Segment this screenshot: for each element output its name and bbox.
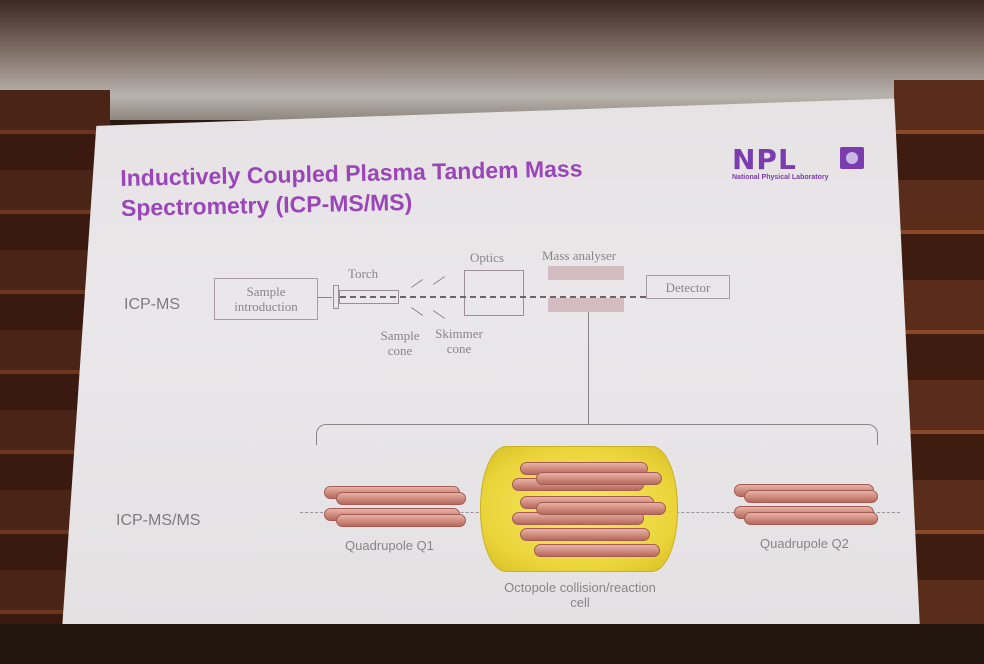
sample-introduction-box: Sample introduction: [214, 278, 318, 320]
ceiling: [0, 0, 984, 120]
optics-box: [464, 270, 524, 316]
logo-subtitle: National Physical Laboratory: [732, 174, 829, 181]
skimmer-cone-label: Skimmer cone: [435, 326, 483, 356]
logo-mark: NPL: [732, 143, 797, 176]
npl-logo: NPL National Physical Laboratory: [732, 143, 872, 183]
optics-label: Optics: [470, 250, 504, 265]
mass-analyser-label: Mass analyser: [542, 248, 617, 263]
octopole-cell-label: Octopole collision/reaction cell: [504, 580, 656, 610]
connector: [318, 297, 332, 298]
torch-label: Torch: [348, 266, 379, 281]
analyser-rod-lower: [548, 298, 624, 312]
ion-beam-path: [340, 296, 646, 298]
torch-flange: [333, 285, 339, 309]
audience-silhouette: [0, 624, 984, 664]
icp-ms-label: ICP-MS: [124, 296, 180, 313]
expansion-bracket: [316, 424, 878, 445]
crest-icon: [840, 147, 864, 169]
detector-box: Detector: [646, 275, 730, 299]
slide-title: Inductively Coupled Plasma Tandem Mass S…: [120, 155, 583, 221]
bracket-stem: [588, 312, 589, 424]
quadrupole-q2-label: Quadrupole Q2: [760, 536, 849, 551]
quadrupole-q1-label: Quadrupole Q1: [345, 538, 434, 553]
sample-cone-label: Sample cone: [380, 328, 420, 358]
analyser-rod-upper: [548, 266, 624, 280]
icp-ms-ms-label: ICP-MS/MS: [116, 512, 201, 529]
